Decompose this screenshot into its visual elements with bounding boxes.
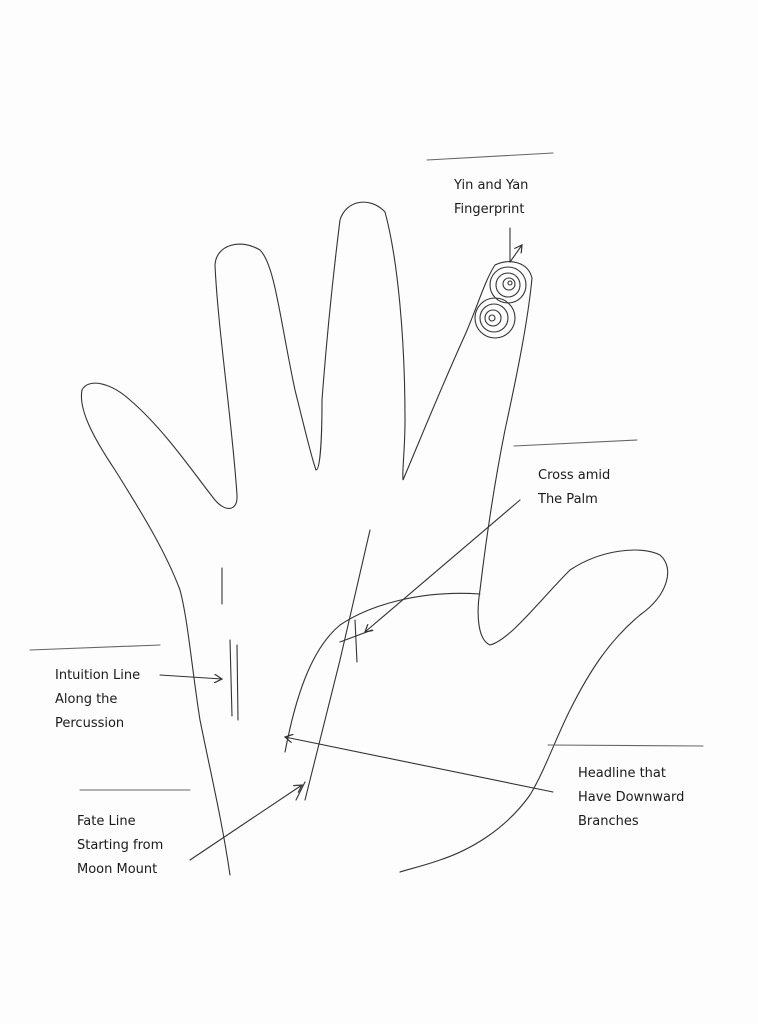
label-line: Percussion xyxy=(55,716,125,731)
fate-label: Fate Line Starting from Moon Mount xyxy=(77,810,163,882)
label-line: Intuition Line xyxy=(55,668,141,683)
intuition-line xyxy=(221,567,239,721)
rule-lines xyxy=(29,152,704,791)
label-line: Starting from xyxy=(77,838,164,853)
label-line: Fate Line xyxy=(77,814,136,829)
label-line: The Palm xyxy=(538,492,598,507)
cross-arrow xyxy=(365,499,521,632)
headline-label: Headline that Have Downward Branches xyxy=(578,762,684,834)
head-line xyxy=(284,592,481,753)
fingerprint-swirls xyxy=(474,266,527,339)
fingerprint-label: Yin and Yan Fingerprint xyxy=(454,174,528,222)
cross-label: Cross amid The Palm xyxy=(538,464,610,512)
label-line: Along the xyxy=(55,692,118,707)
fate-line xyxy=(304,529,371,801)
fate-tick xyxy=(295,781,306,801)
label-line: Cross amid xyxy=(538,468,611,483)
label-line: Branches xyxy=(578,814,639,829)
label-line: Yin and Yan xyxy=(454,178,529,193)
label-line: Have Downward xyxy=(578,790,685,805)
hand-outline xyxy=(80,201,669,876)
intuition-label: Intuition Line Along the Percussion xyxy=(55,664,140,736)
headline-arrow xyxy=(285,737,554,793)
fingerprint-arrow xyxy=(509,227,522,263)
label-line: Fingerprint xyxy=(454,202,525,217)
label-line: Moon Mount xyxy=(77,862,158,877)
intuition-arrow xyxy=(159,675,222,679)
fate-arrow xyxy=(189,785,302,861)
label-line: Headline that xyxy=(578,766,666,781)
